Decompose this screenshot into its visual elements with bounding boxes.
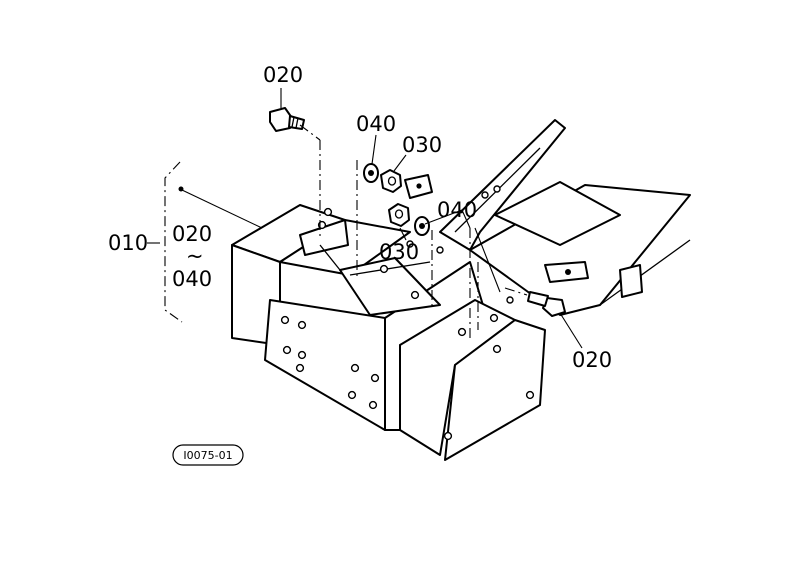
small-bracket xyxy=(404,174,501,199)
reference-code: I0075-01 xyxy=(183,449,232,462)
nut-icon xyxy=(380,169,402,193)
mounting-holes xyxy=(280,207,535,441)
bolt-icon xyxy=(269,107,305,132)
bracket-label-lower: 040 xyxy=(172,267,212,291)
washer-icon xyxy=(414,216,430,236)
frame-rail-long xyxy=(469,181,691,316)
bracket-label-tilde: ~ xyxy=(186,244,204,268)
callout-nut-top: 030 xyxy=(402,133,442,157)
bracket-label-upper: 020 xyxy=(172,222,212,246)
washer-icon xyxy=(363,163,379,183)
callout-bolt-top: 020 xyxy=(263,63,303,87)
callout-bolt-right: 020 xyxy=(572,348,612,372)
callout-assembly: 010 xyxy=(108,231,148,255)
nut-icon xyxy=(388,203,410,227)
callout-washer-right: 040 xyxy=(437,198,477,222)
side-plate-right xyxy=(399,299,546,461)
callout-washer-top: 040 xyxy=(356,112,396,136)
callout-nut-bottom: 030 xyxy=(379,240,419,264)
bolt-icon xyxy=(527,291,566,317)
center-lines xyxy=(299,124,528,340)
leader-lines xyxy=(147,88,583,349)
stopper-block xyxy=(619,264,643,298)
reference-code-badge: I0075-01 xyxy=(172,444,244,466)
